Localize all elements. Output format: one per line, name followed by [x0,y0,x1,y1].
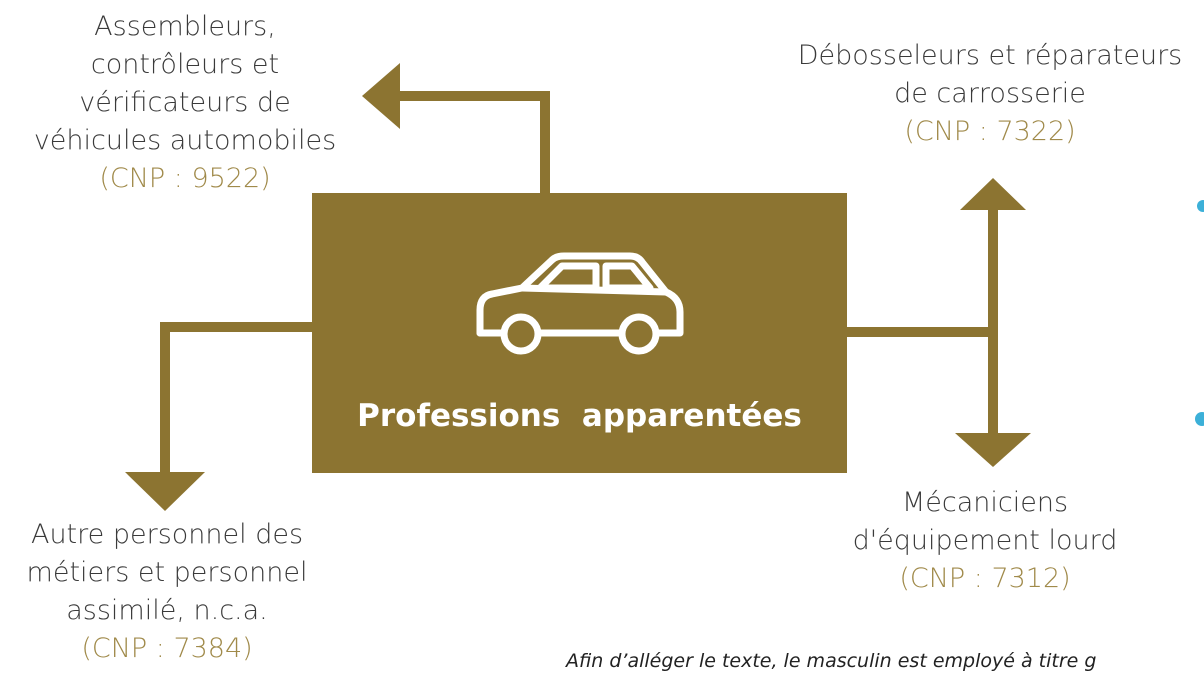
arrow-bottom-right-head [955,433,1031,467]
bullet-dot [1197,200,1204,212]
label-line: d'équipement lourd [852,525,1118,556]
label-line: Mécaniciens [901,487,1069,518]
footnote: Afin d’alléger le texte, le masculin est… [566,650,1097,672]
arrow-right-shaft-h [845,327,995,337]
related-professions-box: Professions apparentées [312,193,847,473]
label-line: vérificateurs de [79,87,291,118]
arrow-top-left-stem [540,91,550,195]
label-top-left: Assembleurs, contrôleurs et vérificateur… [10,8,360,198]
label-line: contrôleurs et [90,49,280,80]
cnp-code: (CNP : 9522) [99,163,271,194]
label-line: Assembleurs, [94,11,276,42]
label-line: métiers et personnel [26,557,308,588]
label-line: Débosseleurs et réparateurs [797,40,1183,71]
bullet-dot [1195,412,1204,426]
label-bottom-left: Autre personnel des métiers et personnel… [0,516,334,668]
label-top-right: Débosseleurs et réparateurs de carrosser… [775,37,1204,151]
cnp-code: (CNP : 7322) [904,116,1076,147]
arrow-bottom-left-head [125,472,205,511]
car-icon [476,252,684,355]
center-title: Professions apparentées [357,398,802,434]
label-line: de carrosserie [894,78,1086,109]
arrow-top-right-head [960,178,1026,210]
cnp-code: (CNP : 7384) [81,633,253,664]
label-line: Autre personnel des [30,519,304,550]
label-bottom-right: Mécaniciens d'équipement lourd (CNP : 73… [820,484,1150,598]
arrow-bottom-left-shaft-h [160,322,314,332]
arrow-top-left-shaft [398,91,550,101]
label-line: véhicules automobiles [33,125,337,156]
cnp-code: (CNP : 7312) [899,563,1071,594]
arrow-bottom-left-shaft-v [160,322,170,472]
arrow-right-shaft-v [988,205,998,438]
label-line: assimilé, n.c.a. [66,595,268,626]
arrow-top-left-head [362,63,400,129]
